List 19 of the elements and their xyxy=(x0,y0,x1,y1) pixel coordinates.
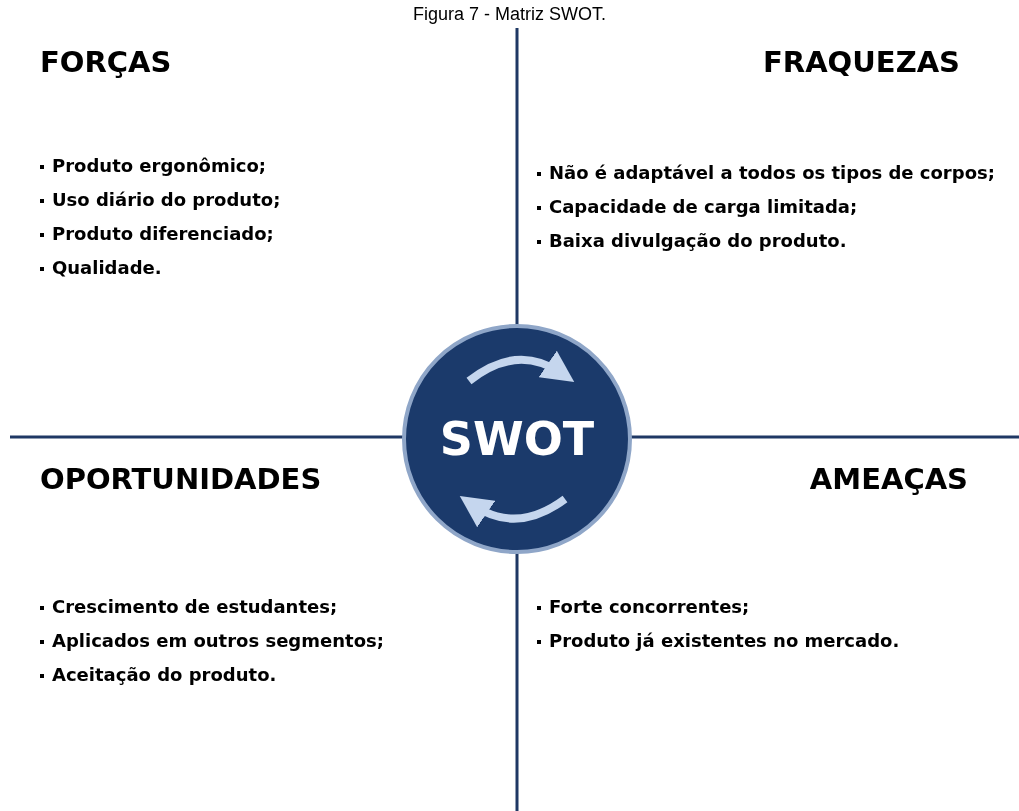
bullet-item: Produto ergonômico; xyxy=(40,155,267,176)
quadrant-heading: FRAQUEZAS xyxy=(763,45,960,79)
bullet-item: Produto diferenciado; xyxy=(40,223,274,244)
bullet-item: Produto já existentes no mercado. xyxy=(537,630,900,651)
quadrant-heading: AMEAÇAS xyxy=(809,462,968,496)
bullet-item: Uso diário do produto; xyxy=(40,189,281,210)
bullet-item: Aplicados em outros segmentos; xyxy=(40,630,384,651)
quadrant-heading: OPORTUNIDADES xyxy=(40,462,322,496)
figure-title: Figura 7 - Matriz SWOT. xyxy=(412,4,607,25)
swot-circle xyxy=(401,323,633,555)
bullet-item: Baixa divulgação do produto. xyxy=(537,230,847,251)
bullet-item: Forte concorrentes; xyxy=(537,596,750,617)
center-label: SWOT xyxy=(439,412,595,466)
quadrant-heading: FORÇAS xyxy=(40,45,172,79)
bullet-item: Aceitação do produto. xyxy=(40,664,277,685)
bullet-item: Capacidade de carga limitada; xyxy=(537,196,858,217)
bullet-item: Crescimento de estudantes; xyxy=(40,596,338,617)
bullet-item: Qualidade. xyxy=(40,257,162,278)
bullet-item: Não é adaptável a todos os tipos de corpos; xyxy=(537,162,995,183)
